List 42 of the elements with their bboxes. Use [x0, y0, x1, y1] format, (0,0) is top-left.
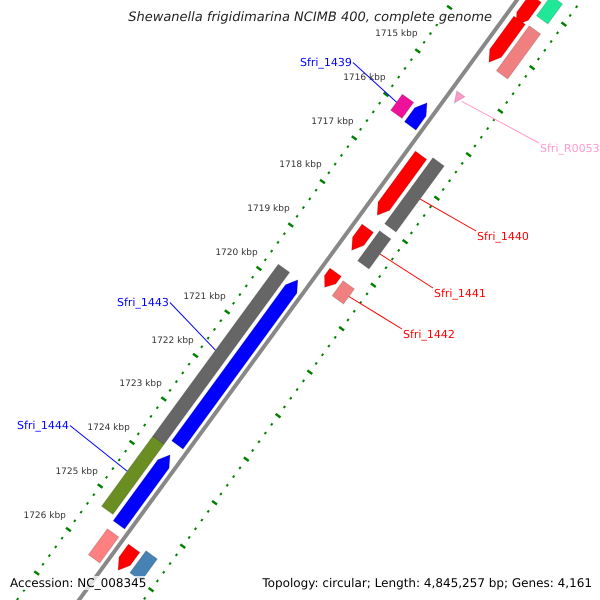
gene-bar: [390, 94, 414, 120]
gene-label: Sfri_1439: [300, 57, 352, 68]
scale-label: 1719 kbp: [247, 205, 290, 214]
gene-label: Sfri_1443: [117, 297, 169, 308]
scale-label: 1720 kbp: [215, 249, 258, 258]
gene-bar: [331, 280, 356, 305]
scale-label: 1723 kbp: [119, 380, 162, 390]
leader-line: [352, 62, 397, 103]
scale-label: 1717 kbp: [311, 118, 354, 127]
scale-label: 1724 kbp: [87, 424, 130, 434]
leader-line: [169, 302, 216, 351]
scale-label: 1716 kbp: [343, 74, 386, 83]
gene-bar: [118, 543, 140, 572]
scale-label: 1721 kbp: [183, 292, 226, 302]
gene-bar: [376, 150, 428, 216]
gene-bar: [496, 25, 542, 80]
title: Shewanella frigidimarina NCIMB 400, complete genome: [128, 11, 492, 24]
gene-bar: [324, 267, 342, 288]
gene-label: Sfri_1440: [477, 231, 529, 242]
gene-bar: [357, 230, 392, 270]
scale-label: 1725 kbp: [55, 468, 98, 477]
gene-bar: [404, 102, 428, 131]
leader-line: [420, 198, 476, 232]
gene-label: Sfri_1441: [434, 288, 486, 299]
gene-bar: [88, 528, 120, 564]
gene-label: Sfri_1442: [403, 329, 455, 340]
genome-info-text: Topology: circular; Length: 4,845,257 bp; Genes: 4,161: [260, 576, 594, 590]
leader-line: [69, 425, 128, 472]
gene-label: Sfri_R0053: [540, 143, 600, 154]
gene-bar: [351, 223, 374, 252]
gene-label: Sfri_1444: [17, 420, 69, 431]
gene-bar: [384, 157, 445, 233]
scale-label: 1722 kbp: [151, 336, 194, 346]
scale-label: 1715 kbp: [375, 30, 418, 39]
leader-line: [461, 100, 540, 144]
gene-bar: [454, 90, 466, 104]
gene-bar: [536, 0, 564, 25]
scale-label: 1718 kbp: [279, 161, 322, 170]
gene-bar: [112, 454, 171, 530]
scale-label: 1726 kbp: [23, 512, 66, 521]
accession-text: Accession: NC_008345: [8, 576, 148, 590]
gene-bar: [100, 436, 165, 516]
